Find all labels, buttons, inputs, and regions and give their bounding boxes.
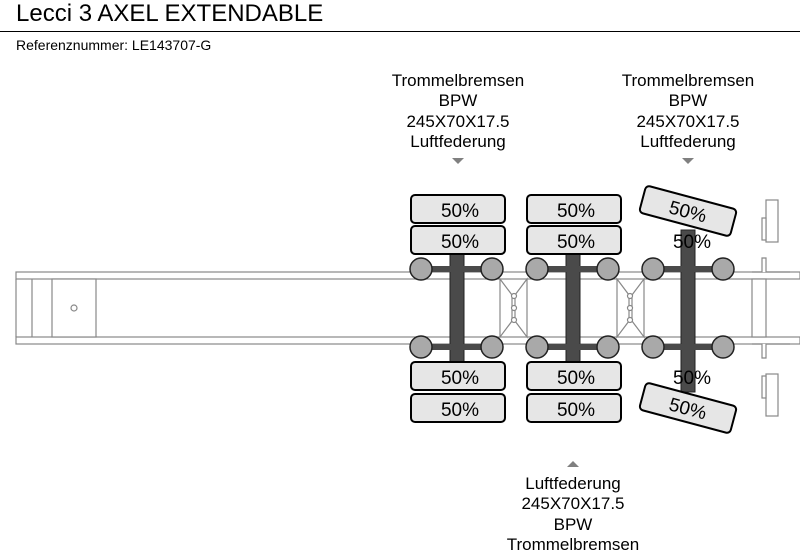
axle-3-tire-top-inner-pct: 50% bbox=[673, 232, 711, 253]
axle-1: 50% 50% 50% 50% bbox=[409, 194, 506, 423]
axle-1-tire-bottom-inner-pct: 50% bbox=[441, 368, 479, 389]
axle-3-shaft-bottom bbox=[652, 344, 724, 350]
axle-1-hub-top-left bbox=[409, 257, 433, 281]
axle-1-tire-top-inner-pct: 50% bbox=[441, 232, 479, 253]
axle-3: 50% 50% 50% 50% bbox=[638, 185, 738, 434]
axle-2-tire-top-outer-pct: 50% bbox=[557, 201, 595, 222]
axle-label-3: Luftfederung 245X70X17.5 BPW Trommelbrem… bbox=[507, 461, 640, 552]
axle-1-hub-top-right bbox=[480, 257, 504, 281]
axle-2-hub-top-left bbox=[525, 257, 549, 281]
axle-3-shaft-top bbox=[652, 266, 724, 272]
axle-1-tire-top-inner bbox=[410, 225, 506, 255]
axle-label-2-line-4: Luftfederung bbox=[640, 132, 735, 151]
axle-label-2-line-2: BPW bbox=[669, 91, 708, 110]
axle-2-tire-bottom-outer-pct: 50% bbox=[557, 400, 595, 421]
axle-1-hub-bottom-left bbox=[409, 335, 433, 359]
axle-3-tire-bottom-inner-pct: 50% bbox=[673, 368, 711, 389]
axle-2-tire-top-outer bbox=[526, 194, 622, 224]
axle-label-1: Trommelbremsen BPW 245X70X17.5 Luftfeder… bbox=[392, 71, 525, 164]
axle-label-1-line-4: Luftfederung bbox=[410, 132, 505, 151]
axle-label-1-line-1: Trommelbremsen bbox=[392, 71, 525, 90]
axle-label-2-line-3: 245X70X17.5 bbox=[636, 112, 739, 131]
axle-label-2-arrow bbox=[682, 158, 694, 164]
axle-2-shaft-bottom bbox=[536, 344, 608, 350]
axle-3-tire-bottom-outer bbox=[638, 382, 738, 434]
axle-3-hub-bottom-left bbox=[641, 335, 665, 359]
axle-3-hub-bottom-right bbox=[711, 335, 735, 359]
axle-label-3-line-2: 245X70X17.5 bbox=[521, 494, 624, 513]
axle-2-hub-bottom-left bbox=[525, 335, 549, 359]
axle-2: 50% 50% 50% 50% bbox=[525, 194, 622, 423]
title-divider bbox=[0, 31, 800, 32]
page-title: Lecci 3 AXEL EXTENDABLE bbox=[16, 0, 324, 27]
axle-3-hub-top-left bbox=[641, 257, 665, 281]
axle-1-shaft-bottom bbox=[420, 344, 492, 350]
axle-2-hub-bottom-right bbox=[596, 335, 620, 359]
axle-label-1-line-3: 245X70X17.5 bbox=[406, 112, 509, 131]
axle-1-tire-bottom-outer bbox=[410, 393, 506, 423]
axle-label-1-arrow bbox=[452, 158, 464, 164]
axle-label-3-line-3: BPW bbox=[554, 515, 593, 534]
axle-1-tire-bottom-inner bbox=[410, 361, 506, 391]
axle-3-tire-top-outer bbox=[638, 185, 738, 237]
axle-label-2: Trommelbremsen BPW 245X70X17.5 Luftfeder… bbox=[622, 71, 755, 164]
axle-2-tire-bottom-inner-pct: 50% bbox=[557, 368, 595, 389]
axle-1-shaft-top bbox=[420, 266, 492, 272]
axle-2-tire-bottom-inner bbox=[526, 361, 622, 391]
axle-label-3-arrow bbox=[567, 461, 579, 467]
reference-number: Referenznummer: LE143707-G bbox=[16, 37, 212, 53]
axle-1-hub-bottom-right bbox=[480, 335, 504, 359]
axle-2-shaft-top bbox=[536, 266, 608, 272]
axle-1-tire-top-outer-pct: 50% bbox=[441, 201, 479, 222]
axle-2-tire-top-inner-pct: 50% bbox=[557, 232, 595, 253]
axle-label-1-line-2: BPW bbox=[439, 91, 478, 110]
axle-label-3-line-1: Luftfederung bbox=[525, 474, 620, 493]
rear-lights bbox=[752, 199, 790, 417]
axle-2-hub-top-right bbox=[596, 257, 620, 281]
axle-2-tire-top-inner bbox=[526, 225, 622, 255]
axle-3-hub-top-right bbox=[711, 257, 735, 281]
axle-label-2-line-1: Trommelbremsen bbox=[622, 71, 755, 90]
axle-1-tire-bottom-outer-pct: 50% bbox=[441, 400, 479, 421]
axle-1-tire-top-outer bbox=[410, 194, 506, 224]
axle-label-3-line-4: Trommelbremsen bbox=[507, 535, 640, 552]
chassis-frame bbox=[15, 271, 800, 345]
axle-2-tire-bottom-outer bbox=[526, 393, 622, 423]
